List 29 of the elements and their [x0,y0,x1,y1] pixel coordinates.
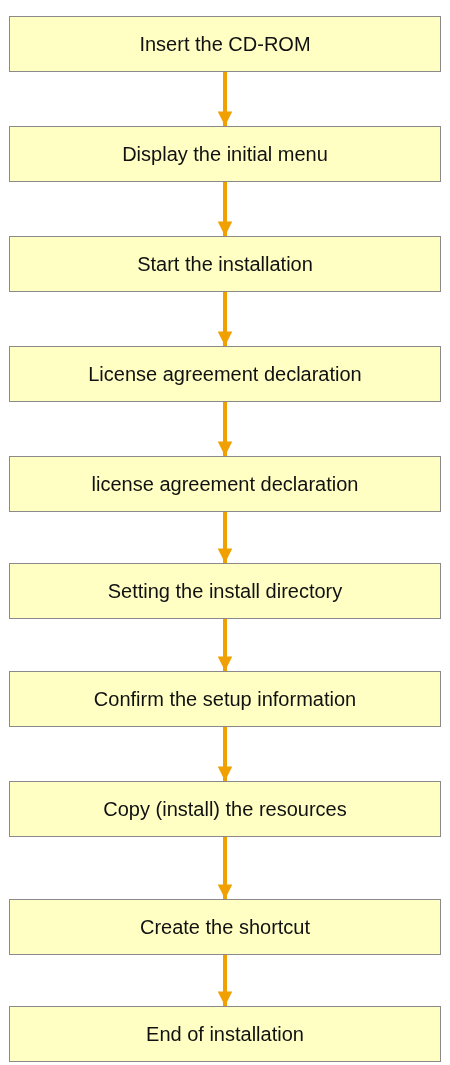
process-box [9,671,441,727]
step-label: Display the initial menu [122,142,328,166]
arrow [217,727,233,781]
step-label: License agreement declaration [88,362,362,386]
step-label: Copy (install) the resources [103,797,347,821]
arrow [217,292,233,346]
arrow [217,402,233,456]
process-box [9,563,441,619]
arrow [217,837,233,899]
step-label: Start the installation [137,252,313,276]
step-label: Confirm the setup information [93,687,357,711]
arrow [217,72,233,126]
step-label: Setting the install directory [107,579,343,603]
process-box [9,899,441,955]
process-box [9,346,441,402]
arrow [217,182,233,236]
arrow [217,619,233,671]
arrow [217,512,233,563]
arrow [217,955,233,1006]
step-label: Create the shortcut [139,915,311,939]
process-box [9,1006,441,1062]
process-box [9,781,441,837]
step-label: license agreement declaration [91,472,359,496]
process-box [9,16,441,72]
step-label: End of installation [146,1022,304,1046]
process-box [9,126,441,182]
step-label: Insert the CD-ROM [139,32,311,56]
process-box [9,456,441,512]
process-box [9,236,441,292]
